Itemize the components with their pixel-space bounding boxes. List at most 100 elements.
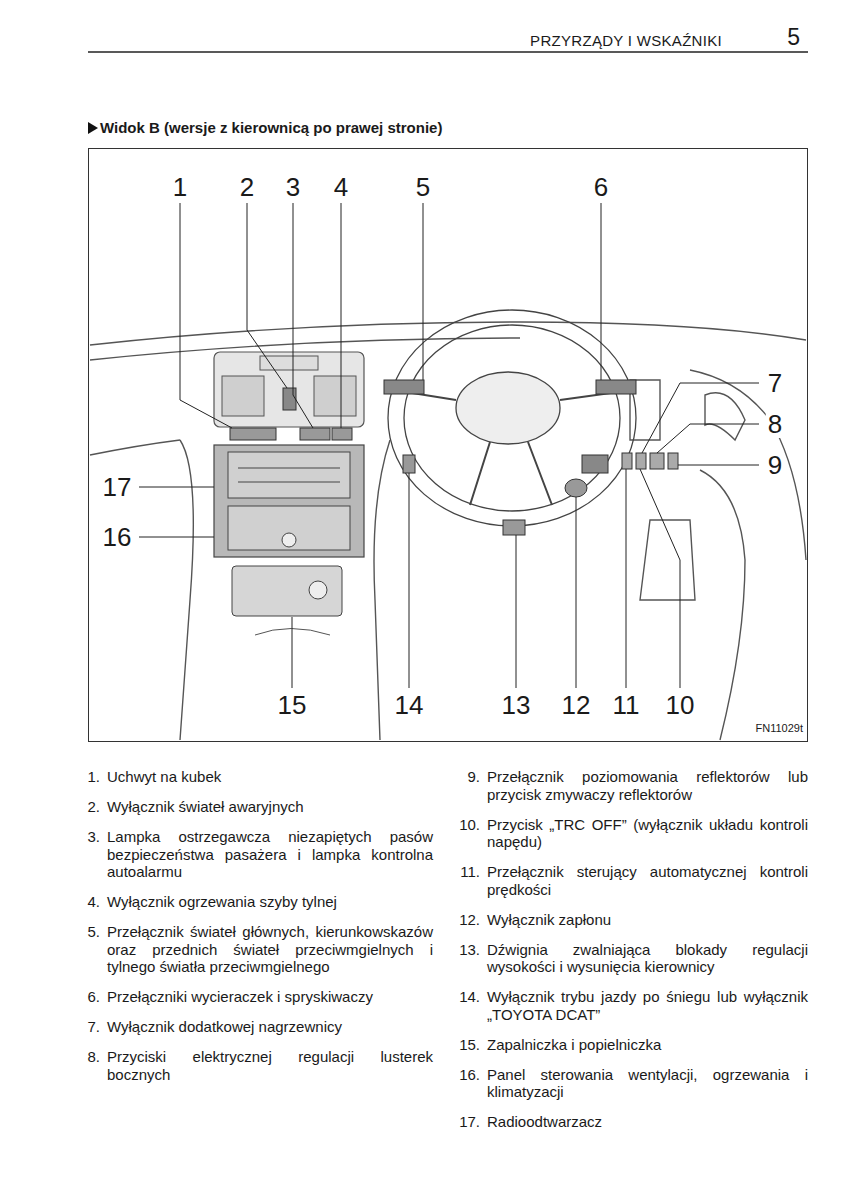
leader-line — [516, 535, 517, 688]
hazard-switch — [283, 388, 296, 410]
leader-line — [293, 203, 313, 428]
item-number: 14. — [453, 988, 487, 1023]
wheel-spokes — [406, 392, 618, 505]
item-description: Przyciski elektrycznej regulacji lustere… — [107, 1048, 433, 1083]
item-description: Przełącznik świateł głównych, kierunkows… — [107, 923, 433, 976]
snow-switch — [403, 455, 415, 473]
level-switch — [668, 453, 678, 469]
cup-holder — [230, 428, 276, 440]
list-column-right: 9.Przełącznik poziomowania reflektorów l… — [453, 768, 808, 1131]
door-handle — [705, 393, 745, 440]
callout-number: 8 — [766, 410, 784, 438]
clock — [260, 356, 318, 370]
legend-item: 15.Zapalniczka i popielniczka — [453, 1036, 808, 1054]
leader-line — [423, 203, 424, 380]
door-panel — [700, 470, 745, 740]
callout-number: 6 — [592, 173, 610, 201]
callout-number: 2 — [238, 173, 256, 201]
climate-knob — [282, 533, 296, 547]
item-description: Przełącznik poziomowania reflektorów lub… — [487, 768, 808, 803]
item-number: 9. — [453, 768, 487, 803]
callout-number: 17 — [101, 473, 134, 501]
callout-number: 9 — [766, 451, 784, 479]
item-description: Radioodtwarzacz — [487, 1113, 808, 1131]
dash-lower-left — [90, 440, 180, 455]
ashtray — [232, 566, 342, 616]
legend-item: 5.Przełącznik świateł głównych, kierunko… — [81, 923, 433, 976]
item-number: 4. — [81, 893, 107, 911]
header-rule — [88, 51, 808, 53]
leader-line — [576, 497, 577, 688]
heater-switch — [636, 453, 646, 469]
item-number: 5. — [81, 923, 107, 976]
figure-title: Widok B (wersje z kierownicą po prawej s… — [100, 119, 442, 136]
callout-number: 7 — [766, 369, 784, 397]
defogger-switch — [332, 428, 352, 440]
item-number: 7. — [81, 1018, 107, 1036]
legend-item: 14.Wyłącznik trybu jazdy po śniegu lub w… — [453, 988, 808, 1023]
item-description: Wyłącznik dodatkowej nagrzewnicy — [107, 1018, 433, 1036]
leader-line — [139, 487, 214, 488]
leader-line — [642, 383, 759, 453]
item-description: Panel sterowania wentylacji, ogrzewania … — [487, 1066, 808, 1101]
legend-item: 10.Przycisk „TRC OFF” (wyłącznik układu … — [453, 816, 808, 851]
callout-number: 5 — [414, 173, 432, 201]
item-description: Lampka ostrzegawcza niezapiętych pasów b… — [107, 828, 433, 881]
item-number: 2. — [81, 798, 107, 816]
item-number: 8. — [81, 1048, 107, 1083]
item-number: 10. — [453, 816, 487, 851]
callout-number: 13 — [500, 691, 533, 719]
figure-code: FN11029t — [755, 722, 805, 734]
legend-item: 6.Przełączniki wycieraczek i spryskiwacz… — [81, 988, 433, 1006]
steering-wheel — [384, 310, 636, 535]
legend-item: 2.Wyłącznik świateł awaryjnych — [81, 798, 433, 816]
item-description: Uchwyt na kubek — [107, 768, 433, 786]
list-column-left: 1.Uchwyt na kubek 2.Wyłącznik świateł awa… — [81, 768, 433, 1083]
leader-line — [640, 469, 680, 688]
leader-line — [180, 203, 232, 428]
item-number: 17. — [453, 1113, 487, 1131]
leader-line — [678, 465, 759, 466]
right-switches — [622, 453, 678, 469]
leader-line — [409, 473, 410, 688]
legend-item: 8.Przyciski elektrycznej regulacji luste… — [81, 1048, 433, 1083]
item-number: 12. — [453, 911, 487, 929]
callout-number: 4 — [332, 173, 350, 201]
belt-lamp — [300, 428, 330, 440]
item-description: Zapalniczka i popielniczka — [487, 1036, 808, 1054]
stack-panel — [214, 445, 364, 557]
figure-frame — [89, 149, 808, 742]
mirror-switch — [650, 453, 664, 469]
item-description: Wyłącznik trybu jazdy po śniegu lub wyłą… — [487, 988, 808, 1023]
legend-item: 4.Wyłącznik ogrzewania szyby tylnej — [81, 893, 433, 911]
item-number: 3. — [81, 828, 107, 881]
item-description: Przełączniki wycieraczek i spryskiwaczy — [107, 988, 433, 1006]
console-left — [180, 440, 193, 740]
legend-item: 9.Przełącznik poziomowania reflektorów l… — [453, 768, 808, 803]
callout-number: 12 — [560, 691, 593, 719]
radio-slot — [238, 468, 340, 469]
tilt-lever — [503, 520, 525, 535]
section-header: PRZYRZĄDY I WSKAŹNIKI — [530, 32, 722, 49]
item-description: Przycisk „TRC OFF” (wyłącznik układu kon… — [487, 816, 808, 851]
radio-slot — [238, 482, 340, 483]
page-number: 5 — [787, 24, 800, 51]
lighter — [309, 581, 327, 599]
callout-number: 15 — [276, 691, 309, 719]
trc-switch — [622, 453, 632, 469]
wheel-inner — [404, 325, 620, 511]
item-number: 13. — [453, 941, 487, 976]
console-right — [374, 440, 390, 740]
item-description: Wyłącznik zapłonu — [487, 911, 808, 929]
leader-line — [601, 203, 602, 380]
callout-number: 16 — [101, 523, 134, 551]
ignition — [565, 479, 587, 497]
legend-item: 7.Wyłącznik dodatkowej nagrzewnicy — [81, 1018, 433, 1036]
cruise-lever — [582, 455, 608, 473]
legend-item: 12.Wyłącznik zapłonu — [453, 911, 808, 929]
leader-line — [341, 203, 342, 428]
callout-number: 14 — [393, 691, 426, 719]
legend-item: 1.Uchwyt na kubek — [81, 768, 433, 786]
leader-line — [139, 537, 214, 538]
